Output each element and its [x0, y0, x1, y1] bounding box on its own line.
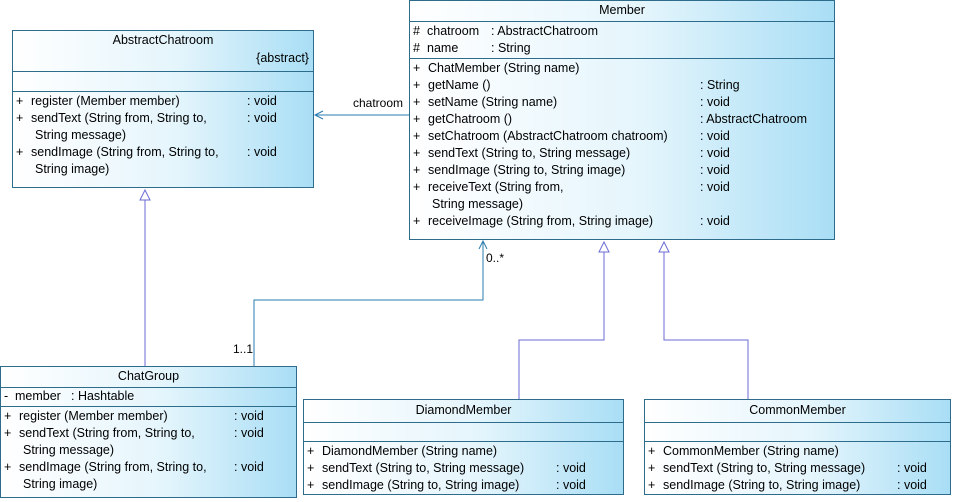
- attribute-row: #chatroom: AbstractChatroom: [413, 24, 598, 38]
- attributes-compartment: [304, 423, 623, 442]
- class-abstract-chatroom[interactable]: AbstractChatroom {abstract} +register (M…: [12, 30, 314, 188]
- class-name: CommonMember: [749, 403, 846, 417]
- class-header: ChatGroup: [1, 367, 296, 388]
- operation-row: +getName (): String: [413, 78, 740, 92]
- operations-compartment: +DiamondMember (String name) +sendText (…: [304, 442, 623, 494]
- class-diamond-member[interactable]: DiamondMember +DiamondMember (String nam…: [303, 399, 624, 495]
- class-name: AbstractChatroom: [112, 33, 214, 47]
- chatroom-role-label: chatroom: [353, 96, 404, 110]
- operation-row: +register (Member member): void: [4, 409, 264, 423]
- attributes-compartment: [645, 423, 950, 442]
- operation-row: +ChatMember (String name): [413, 61, 580, 75]
- operations-compartment: +register (Member member): void +sendTex…: [13, 92, 313, 178]
- operation-row: +setName (String name): void: [413, 95, 730, 109]
- operation-row: +sendText (String to, String message): v…: [307, 461, 586, 475]
- operation-continuation: String message): [23, 443, 115, 457]
- attributes-compartment: -member: Hashtable: [1, 388, 296, 407]
- operation-row: +register (Member member): void: [16, 94, 277, 108]
- attribute-row: -member: Hashtable: [4, 389, 135, 403]
- operation-row: +sendText (String to, String message): v…: [648, 461, 927, 475]
- abstract-stereotype: {abstract}: [256, 51, 309, 65]
- generalization-common-triangle: [658, 240, 670, 253]
- attributes-compartment: [13, 72, 313, 92]
- class-chat-group[interactable]: ChatGroup -member: Hashtable +register (…: [0, 366, 297, 498]
- operation-row: +getChatroom (): AbstractChatroom: [413, 112, 807, 126]
- operations-compartment: +register (Member member): void +sendTex…: [1, 407, 296, 493]
- operation-row: +sendImage (String to, String image): vo…: [648, 478, 927, 492]
- class-header: DiamondMember: [304, 400, 623, 423]
- operation-continuation: String image): [35, 162, 110, 176]
- operation-row: +CommonMember (String name): [648, 444, 839, 458]
- multiplicity-group-end: 1..1: [233, 342, 254, 356]
- class-name: Member: [599, 3, 645, 17]
- association-chatroom-arrowhead: [313, 110, 324, 120]
- operation-row: +setChatroom (AbstractChatroom chatroom)…: [413, 129, 730, 143]
- multiplicity-member-end: 0..*: [486, 251, 505, 265]
- class-common-member[interactable]: CommonMember +CommonMember (String name)…: [644, 399, 951, 495]
- class-name: ChatGroup: [117, 369, 180, 383]
- association-members-line: [253, 242, 484, 366]
- operation-row: +sendImage (String from, String to,: voi…: [16, 145, 277, 159]
- operation-row: +receiveImage (String from, String image…: [413, 214, 730, 228]
- operation-row: +sendImage (String to, String image): vo…: [307, 478, 586, 492]
- operation-row: +sendImage (String to, String image): vo…: [413, 163, 730, 177]
- operation-row: +sendImage (String from, String to,: voi…: [4, 460, 264, 474]
- operation-row: +DiamondMember (String name): [307, 444, 498, 458]
- operation-row: +sendText (String to, String message): v…: [413, 146, 730, 160]
- association-members-arrowhead: [478, 239, 488, 250]
- attribute-row: #name: String: [413, 41, 531, 55]
- attributes-compartment: #chatroom: AbstractChatroom #name: Strin…: [410, 22, 834, 59]
- operation-continuation: String message): [35, 128, 127, 142]
- class-header: Member: [410, 1, 834, 22]
- operation-row: +receiveText (String from,: void: [413, 180, 730, 194]
- operation-row: +sendText (String from, String to,: void: [4, 426, 264, 440]
- class-name: DiamondMember: [415, 403, 512, 417]
- operations-compartment: +ChatMember (String name) +getName (): S…: [410, 59, 834, 230]
- class-member[interactable]: Member #chatroom: AbstractChatroom #name…: [409, 0, 835, 240]
- generalization-common-line: [663, 252, 749, 399]
- operation-continuation: String image): [23, 477, 98, 491]
- class-header: CommonMember: [645, 400, 950, 423]
- operations-compartment: +CommonMember (String name) +sendText (S…: [645, 442, 950, 494]
- operation-continuation: String message): [432, 197, 524, 211]
- operation-row: +sendText (String from, String to,: void: [16, 111, 277, 125]
- generalization-diamond-line: [518, 252, 605, 399]
- generalization-diamond-triangle: [598, 240, 610, 253]
- generalization-chatgroup-triangle: [139, 188, 151, 201]
- class-header: AbstractChatroom {abstract}: [13, 31, 313, 72]
